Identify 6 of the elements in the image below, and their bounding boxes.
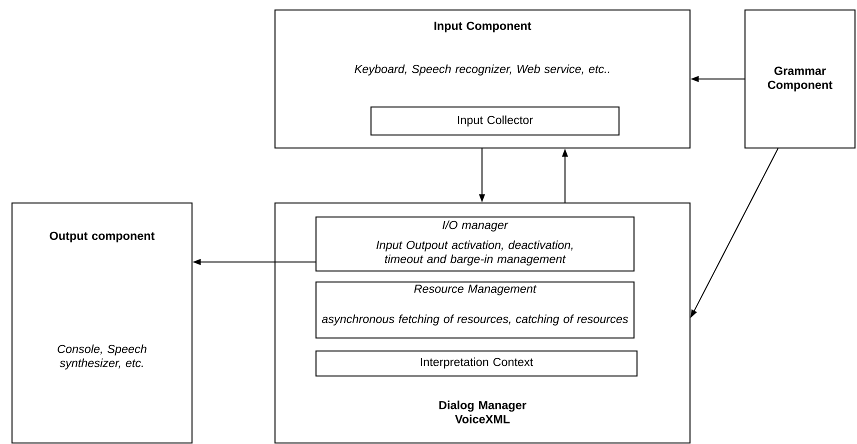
component-box: Output component Console, Speech synthesizer, etc. [11,202,193,444]
module-box: I/O manager Input Outpout activation, deactivation, timeout and barge-in management [315,216,635,272]
module-box: Resource Management asynchronous fetching of resources, catching of resources [315,281,635,339]
module-box: Interpretation Context [315,350,638,377]
module-box: Input Collector [370,106,620,136]
component-box: Grammar Component [744,9,856,149]
